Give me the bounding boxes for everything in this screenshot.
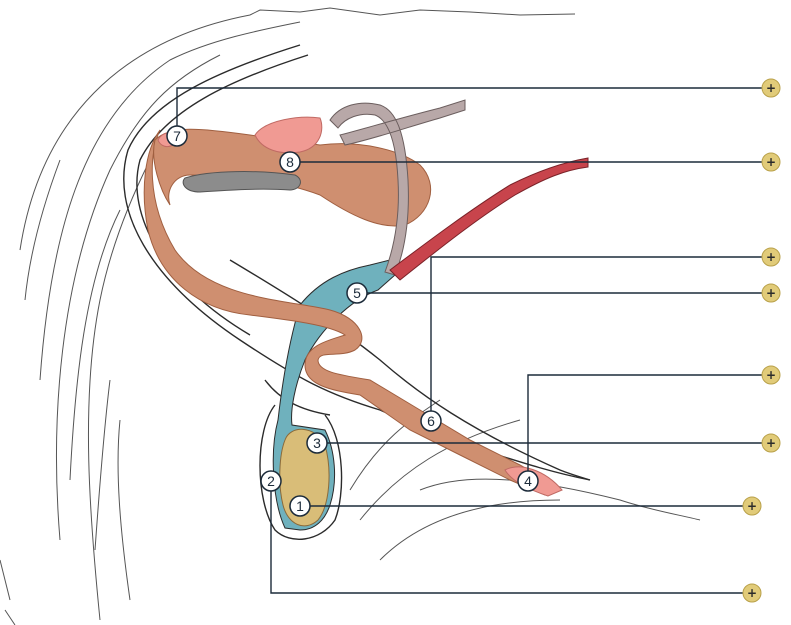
plus-icon: + bbox=[747, 499, 757, 513]
marker-6[interactable]: 6 bbox=[420, 410, 442, 432]
marker-8[interactable]: 8 bbox=[279, 151, 301, 173]
leader-line-2 bbox=[270, 481, 752, 594]
expand-button-5[interactable]: + bbox=[761, 283, 781, 303]
leader-line-6 bbox=[430, 256, 771, 421]
marker-3[interactable]: 3 bbox=[306, 432, 328, 454]
leader-line-7 bbox=[176, 87, 771, 136]
marker-3-label: 3 bbox=[313, 435, 321, 451]
leader-line-4 bbox=[527, 374, 771, 481]
plus-icon: + bbox=[766, 155, 776, 169]
marker-6-label: 6 bbox=[427, 413, 435, 429]
plus-icon: + bbox=[766, 286, 776, 300]
plus-icon: + bbox=[747, 586, 757, 600]
marker-2[interactable]: 2 bbox=[260, 470, 282, 492]
marker-1-label: 1 bbox=[296, 498, 304, 514]
plus-icon: + bbox=[766, 81, 776, 95]
fur-strokes bbox=[0, 7, 701, 625]
expand-button-6[interactable]: + bbox=[761, 247, 781, 267]
gray-tube bbox=[329, 99, 466, 276]
leader-lines bbox=[176, 87, 771, 594]
expand-button-4[interactable]: + bbox=[761, 365, 781, 385]
expand-button-7[interactable]: + bbox=[761, 78, 781, 98]
marker-4[interactable]: 4 bbox=[517, 470, 539, 492]
expand-button-3[interactable]: + bbox=[761, 433, 781, 453]
marker-1[interactable]: 1 bbox=[289, 495, 311, 517]
expand-button-2[interactable]: + bbox=[742, 583, 762, 603]
plus-icon: + bbox=[766, 436, 776, 450]
plus-icon: + bbox=[766, 368, 776, 382]
marker-5[interactable]: 5 bbox=[346, 282, 368, 304]
red-vessel bbox=[389, 157, 589, 281]
marker-5-label: 5 bbox=[353, 285, 361, 301]
marker-4-label: 4 bbox=[524, 473, 532, 489]
expand-button-1[interactable]: + bbox=[742, 496, 762, 516]
marker-8-label: 8 bbox=[286, 154, 294, 170]
plus-icon: + bbox=[766, 250, 776, 264]
marker-7-label: 7 bbox=[173, 128, 181, 144]
marker-2-label: 2 bbox=[267, 473, 275, 489]
kidney-shape bbox=[182, 171, 301, 193]
marker-7[interactable]: 7 bbox=[166, 125, 188, 147]
expand-button-8[interactable]: + bbox=[761, 152, 781, 172]
